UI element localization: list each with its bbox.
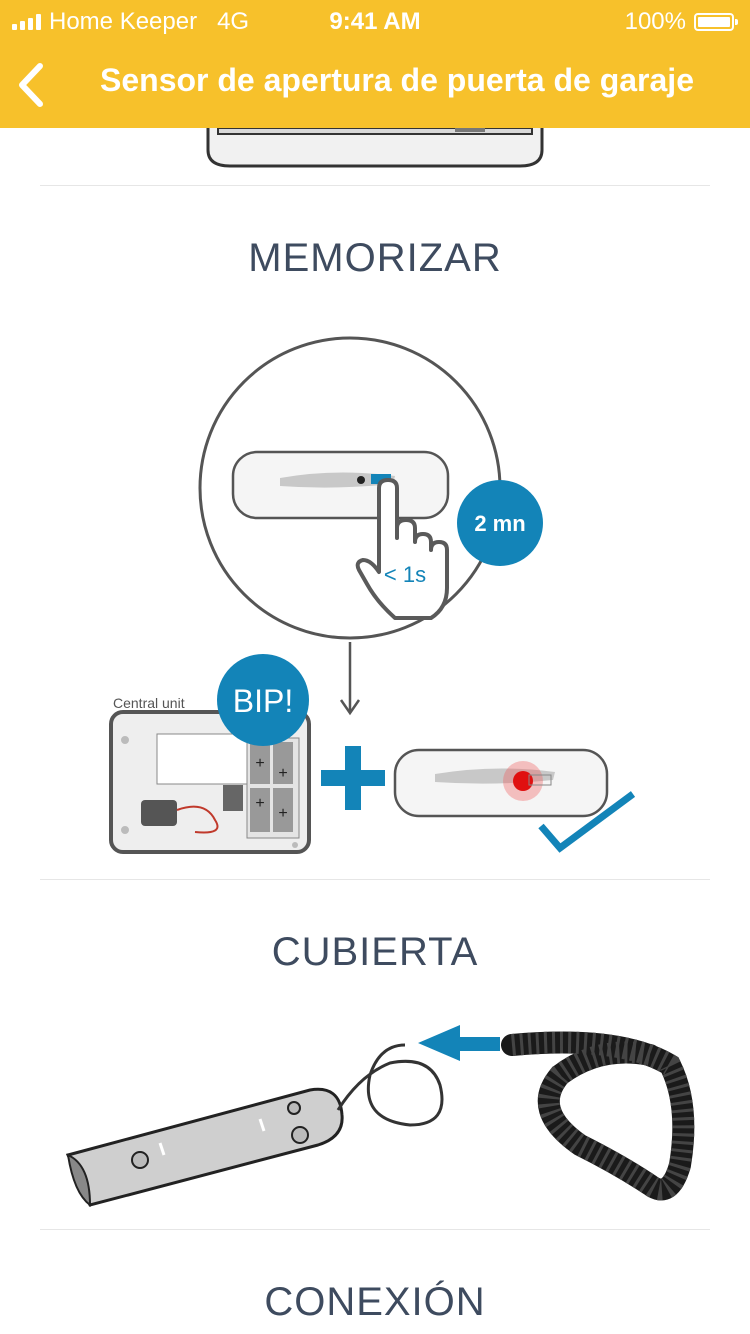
back-button[interactable] xyxy=(14,60,54,110)
divider xyxy=(40,185,710,186)
timer-label: 2 mn xyxy=(474,511,525,536)
divider xyxy=(40,879,710,880)
svg-text:+: + xyxy=(255,755,264,772)
memorize-illustration: < 1s 2 mn Central unit + + + + BIP! xyxy=(109,336,636,854)
battery-percent: 100% xyxy=(624,8,686,35)
section-title-conexion: CONEXIÓN xyxy=(264,1280,486,1324)
svg-text:+: + xyxy=(278,765,287,782)
beep-badge xyxy=(217,654,309,746)
section-title-memorizar: MEMORIZAR xyxy=(248,236,502,280)
svg-text:+: + xyxy=(278,805,287,822)
check-icon xyxy=(538,791,636,853)
clock: 9:41 AM xyxy=(329,8,421,35)
network-type: 4G xyxy=(217,8,250,35)
timer-badge xyxy=(457,480,543,566)
section-title-cubierta: CUBIERTA xyxy=(271,930,479,974)
status-bar: Home Keeper 4G 9:41 AM 100% xyxy=(0,0,750,40)
press-duration-label: < 1s xyxy=(384,562,426,587)
central-unit-label: Central unit xyxy=(113,695,185,711)
arrow-left-icon xyxy=(418,1025,500,1061)
app-header: Home Keeper 4G 9:41 AM 100% Sensor de ap… xyxy=(0,0,750,128)
cover-illustration xyxy=(65,1025,695,1208)
svg-text:+: + xyxy=(255,795,264,812)
carrier-name: Home Keeper xyxy=(49,8,198,35)
page-title: Sensor de apertura de puerta de garaje xyxy=(100,62,694,98)
chevron-left-icon xyxy=(19,63,43,107)
previous-step-image xyxy=(206,128,544,168)
divider xyxy=(40,1229,710,1230)
finger-press-icon xyxy=(355,478,449,620)
battery-icon xyxy=(694,13,738,31)
signal-icon xyxy=(12,14,41,30)
beep-label: BIP! xyxy=(233,683,293,719)
